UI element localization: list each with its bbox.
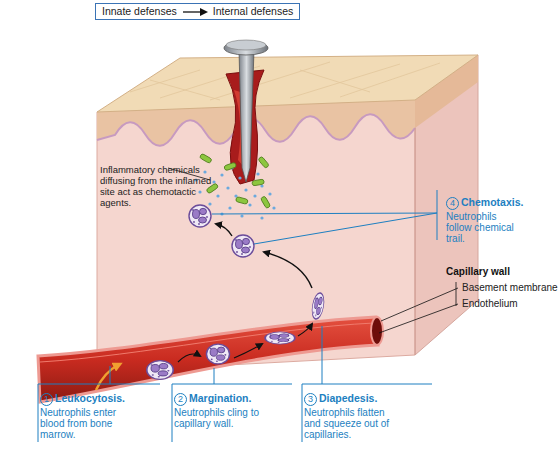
chemical-dot (256, 172, 259, 175)
flow-arrow (298, 324, 312, 336)
step-text: Neutrophils follow chemical trail. (446, 211, 524, 244)
arrow-head (200, 8, 208, 16)
part-label: Endothelium (462, 298, 518, 309)
step-text: Neutrophils enter blood from bone marrow… (40, 407, 130, 440)
chemical-dot (228, 206, 231, 209)
chemical-dot (260, 216, 263, 219)
neutrophil (147, 361, 173, 380)
step-heading: Diapedesis. (319, 393, 377, 404)
box-text: Internal defenses (213, 5, 294, 18)
chemical-dot (203, 170, 206, 173)
chemical-dot (220, 173, 223, 176)
bacterium (258, 156, 270, 168)
chemical-dot (268, 192, 271, 195)
title-box: Innate defenses Internal defenses (95, 3, 300, 20)
step-heading: Chemotaxis. (461, 197, 523, 208)
neutrophil (206, 344, 229, 364)
callout-line (172, 368, 292, 442)
entry-arrow (96, 364, 120, 390)
skin-surface (97, 55, 478, 112)
nail-shaft (239, 50, 254, 182)
nail-head (224, 41, 268, 55)
arrow-shaft (183, 11, 202, 12)
migration-arrow (216, 224, 232, 236)
callout-number: 4 (446, 197, 459, 210)
neutrophil-cell (265, 332, 295, 344)
surface-texture (130, 62, 440, 100)
neutrophil-cell (147, 361, 173, 380)
chemical-dot (208, 202, 211, 205)
part-label: Basement membrane (462, 282, 558, 293)
callout-line (38, 366, 160, 442)
step-text: Neutrophils flatten and squeeze out of c… (304, 407, 404, 440)
neutrophil (232, 235, 254, 257)
part-label: Capillary wall (446, 266, 510, 277)
migration-arrow (264, 252, 312, 288)
bacterium (224, 162, 237, 171)
callout-line (212, 190, 437, 244)
flow-arrow (234, 344, 262, 358)
chemical-dot (248, 203, 251, 206)
chemical-dot (216, 194, 219, 197)
arrow-icon (182, 8, 208, 16)
leader-line (379, 282, 458, 333)
neutrophil-cell (189, 205, 211, 227)
chemical-dot (238, 176, 241, 179)
callout-number: 1 (40, 393, 53, 406)
callout-number: 2 (174, 393, 187, 406)
bacterium (260, 196, 270, 209)
bacterium (235, 197, 248, 205)
flow-arrow (178, 354, 200, 362)
neutrophil-cell (310, 292, 325, 320)
callout-number: 3 (304, 393, 317, 406)
neutrophil (189, 205, 211, 227)
neutrophil-cell (232, 235, 254, 257)
chemical-dot (244, 188, 247, 191)
annotation: Inflammatory chemicals diffusing from th… (100, 164, 212, 208)
step-text: Neutrophils cling to capillary wall. (174, 407, 274, 429)
bacterium (199, 153, 212, 163)
chemical-dot (240, 214, 243, 217)
chemical-dot (198, 190, 201, 193)
chemical-dot (212, 180, 215, 183)
step-heading: Leukocytosis. (55, 393, 125, 404)
chemical-dot (226, 186, 229, 189)
block-edge (415, 128, 416, 355)
chemical-dot (272, 206, 275, 209)
box-text: Innate defenses (102, 5, 177, 18)
neutrophil-cell (206, 344, 229, 364)
chemical-dot (253, 194, 256, 197)
callout-line (302, 326, 432, 442)
neutrophil (310, 292, 325, 320)
neutrophil (265, 332, 295, 344)
bacterium (252, 179, 265, 186)
nail-head-top (226, 40, 266, 50)
step-heading: Margination. (189, 393, 251, 404)
capillary (38, 317, 378, 402)
